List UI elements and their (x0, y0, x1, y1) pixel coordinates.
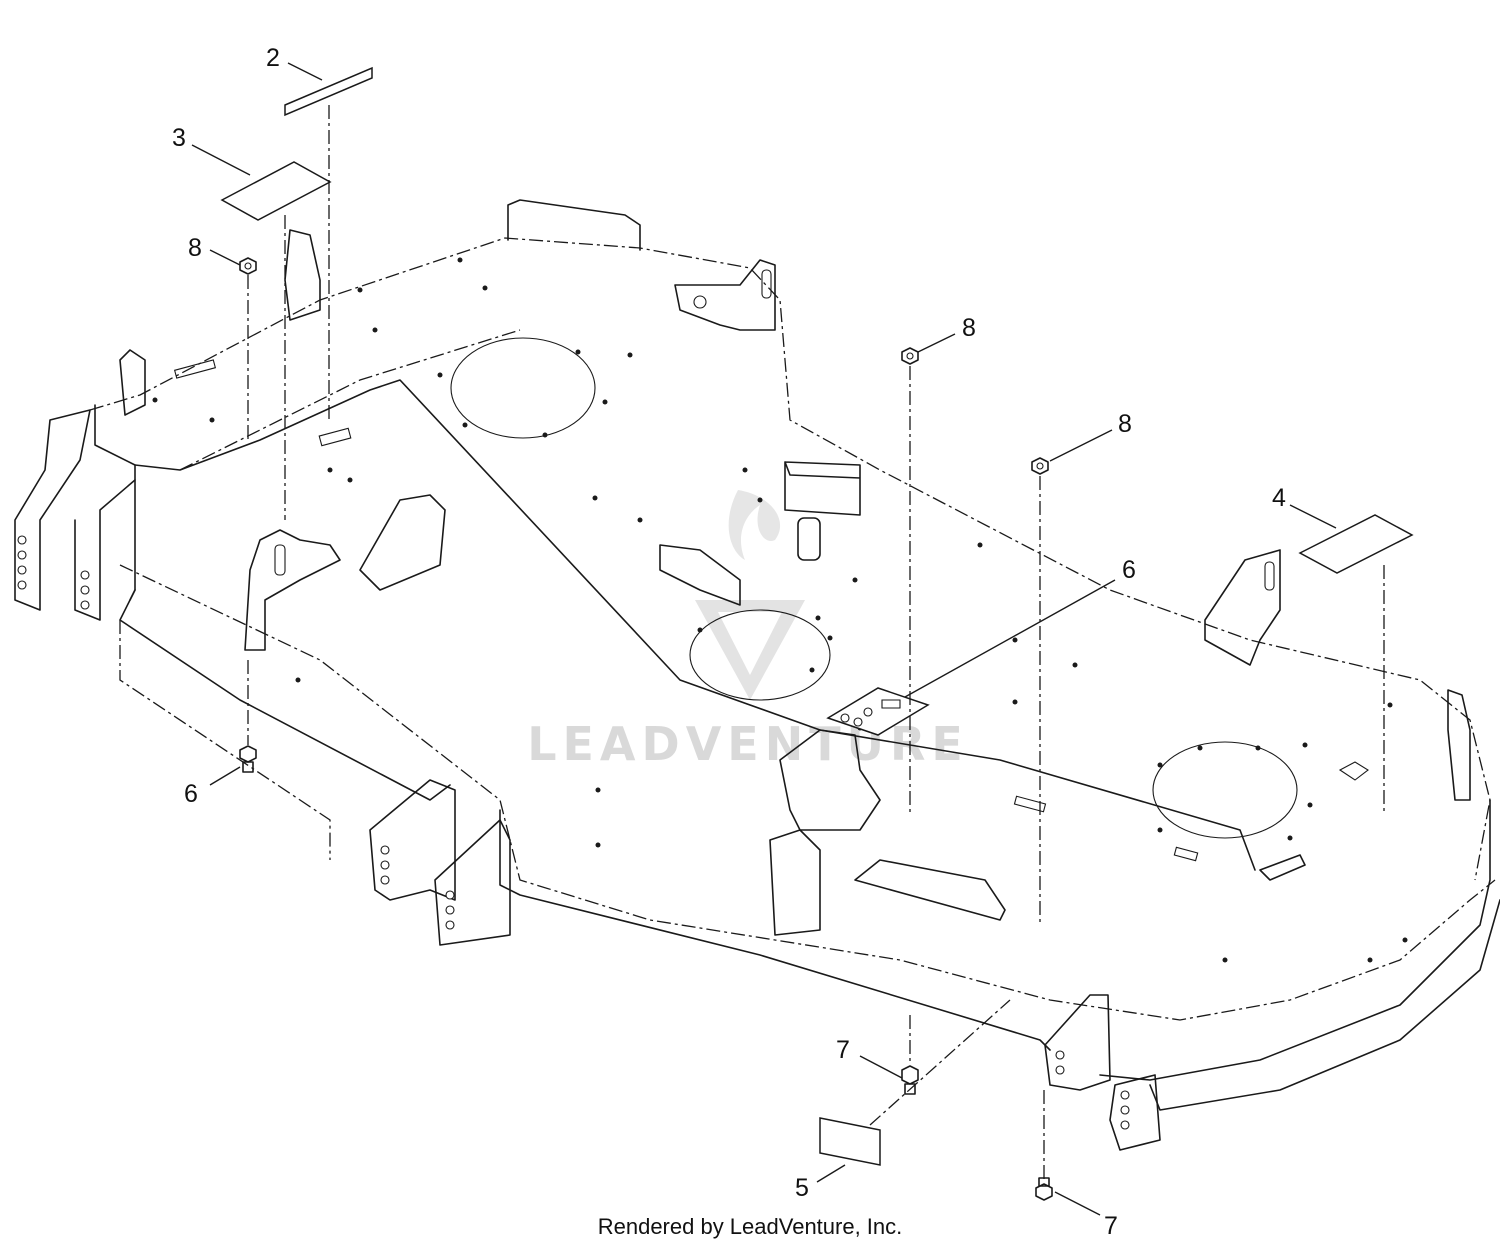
deck-front-lip (499, 809, 1051, 1051)
callout-item-8-right: 8 (1118, 410, 1132, 438)
mower-deck (89, 237, 1500, 1111)
decal-item-2 (284, 66, 373, 117)
deck-inner-ridge (134, 379, 1256, 871)
center-left-bracket (359, 494, 446, 591)
watermark-v-icon (695, 600, 805, 700)
front-right-hitch-block (1044, 994, 1111, 1091)
decal-item-3 (220, 161, 332, 221)
left-hitch-plate-2 (74, 479, 136, 621)
front-left-hitch-block (369, 779, 456, 901)
spindle-shaft (797, 517, 821, 561)
bolt-item-7-center (901, 1065, 919, 1095)
deck-holes (152, 257, 1408, 963)
deck-top-edge (89, 237, 1491, 881)
deck-left-edge (94, 404, 136, 601)
left-rear-bracket (284, 229, 321, 321)
callout-item-5: 5 (795, 1174, 809, 1202)
bolt-item-6-left (239, 745, 257, 773)
left-rear-tab (119, 349, 146, 416)
decals (220, 66, 1414, 1166)
center-front-bracket (779, 729, 881, 831)
center-hitch-plate (769, 829, 821, 936)
watermark-flame-icon (728, 490, 781, 560)
callout-labels: 2 3 8 8 8 4 6 6 7 7 5 (172, 44, 1286, 1240)
right-bolt (1338, 761, 1369, 781)
front-center-hitch-block (434, 819, 511, 946)
idler-bracket (659, 544, 741, 606)
center-baffle (854, 859, 1006, 921)
callout-item-7-right: 7 (1104, 1212, 1118, 1240)
watermark: LEADVENTURE (527, 490, 963, 771)
decal-item-5 (819, 1117, 881, 1166)
flange-nut-item-8-center (901, 347, 919, 365)
front-right-hitch-plate (1109, 1074, 1161, 1151)
callout-item-4: 4 (1272, 484, 1286, 512)
right-slot (1259, 854, 1306, 881)
callout-item-2: 2 (266, 44, 280, 72)
callout-item-6-left: 6 (184, 780, 198, 808)
decal-item-4 (1298, 514, 1414, 574)
deck-left-skirt (119, 589, 451, 801)
deck-right-skirt (1099, 799, 1491, 1081)
left-front-bracket (244, 529, 341, 651)
assembly-lines (247, 105, 1385, 1180)
blade-opening-right (1152, 741, 1298, 839)
flange-nut-item-8-left (239, 257, 257, 275)
left-hitch-plate (14, 409, 91, 611)
bolt-item-7-right (1035, 1177, 1053, 1201)
callout-item-7-center: 7 (836, 1036, 850, 1064)
right-rear-side-bracket (1204, 549, 1281, 666)
right-rim-tab (1447, 689, 1471, 801)
deck-front-skirt (119, 564, 1496, 1021)
blade-opening-center (689, 609, 831, 701)
decal-item-6-plate (826, 687, 930, 736)
blade-opening-left (450, 337, 596, 439)
rear-handle (507, 199, 641, 251)
deck-brackets (14, 199, 1471, 1151)
callout-item-3: 3 (172, 124, 186, 152)
render-credit: Rendered by LeadVenture, Inc. (598, 1214, 903, 1239)
deck-left-lower (119, 620, 331, 860)
right-rear-bracket (674, 259, 776, 331)
deck-right-lower-lip (1149, 899, 1500, 1111)
callout-item-6-center: 6 (1122, 556, 1136, 584)
callout-item-8-left: 8 (188, 234, 202, 262)
deck-top-ridge (179, 329, 521, 471)
flange-nut-item-8-right (1031, 457, 1049, 475)
leader-lines (191, 62, 1337, 1216)
blade-openings (450, 337, 1298, 839)
spindle-cover (784, 461, 861, 516)
callout-item-8-center: 8 (962, 314, 976, 342)
